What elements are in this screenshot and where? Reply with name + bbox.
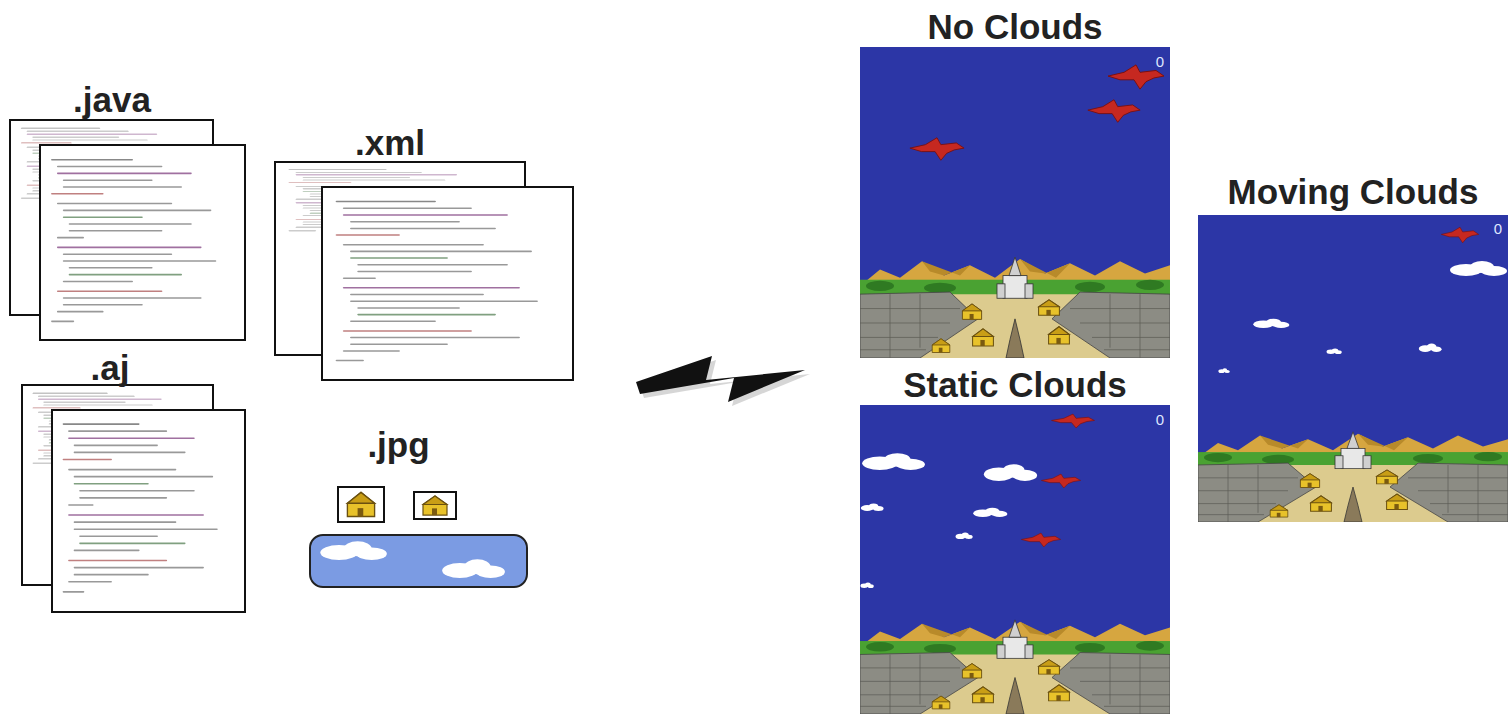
- sky: [860, 405, 1170, 714]
- file-stack: .aj: [20, 348, 248, 614]
- cloud: [1253, 319, 1289, 328]
- cloud: [320, 541, 387, 560]
- lightning-bolt: [636, 356, 810, 406]
- cloud: [442, 559, 505, 578]
- score-number: 0: [860, 411, 1170, 429]
- cloud: [1450, 261, 1507, 276]
- dragon: [1088, 100, 1140, 123]
- cloud: [956, 532, 973, 539]
- screenshot-panel: Static Clouds 0: [860, 365, 1170, 714]
- town-scene: [860, 620, 1170, 714]
- image-frame: [414, 492, 456, 519]
- cloud: [973, 508, 1007, 517]
- file-page: [40, 145, 245, 340]
- file-extension: .java: [0, 80, 232, 120]
- file-stack: .xml: [272, 123, 576, 383]
- cloud: [984, 464, 1037, 481]
- xml-file-stack: [275, 162, 573, 380]
- dragon: [1108, 65, 1164, 89]
- sky: [1198, 215, 1508, 522]
- cloud: [1218, 368, 1229, 373]
- cloud: [1327, 348, 1342, 354]
- cloud: [1419, 344, 1442, 352]
- java-file-stack: [10, 120, 245, 340]
- cloud: [862, 453, 925, 470]
- panel-title: Moving Clouds: [1198, 172, 1508, 212]
- cloud: [860, 582, 873, 588]
- code-lines: [337, 202, 537, 361]
- dragon: [1052, 414, 1095, 428]
- file-page: [52, 410, 245, 612]
- cloud: [861, 504, 884, 512]
- dragon: [1441, 227, 1478, 243]
- cloud-image: [310, 535, 527, 587]
- panel-title: No Clouds: [860, 7, 1170, 47]
- town-scene: [860, 257, 1170, 358]
- file-stack: .jpg: [305, 425, 532, 590]
- screenshot-panel: Moving Clouds 0: [1198, 172, 1508, 522]
- score-number: 0: [1198, 220, 1508, 238]
- dragon: [1021, 533, 1060, 547]
- house-icon: [423, 496, 447, 515]
- dragon: [1041, 474, 1080, 488]
- town-scene: [1198, 432, 1508, 522]
- score-number: 0: [860, 53, 1170, 71]
- dragon: [910, 138, 964, 161]
- aj-file-stack: [22, 385, 245, 612]
- game-screenshot: [860, 47, 1170, 358]
- file-stack: .java: [8, 80, 248, 342]
- file-extension: .xml: [238, 123, 542, 163]
- game-screenshot: [1198, 215, 1508, 522]
- panel-title: Static Clouds: [860, 365, 1170, 405]
- file-extension: .jpg: [285, 425, 512, 465]
- file-page: [322, 187, 573, 380]
- house-icon: [347, 492, 374, 516]
- game-screenshot: [860, 405, 1170, 714]
- screenshot-panel: No Clouds 0: [860, 7, 1170, 358]
- image-files: [310, 487, 527, 587]
- image-frame: [338, 487, 384, 522]
- code-lines: [52, 160, 216, 322]
- bolt: [636, 356, 805, 402]
- sky: [860, 47, 1170, 358]
- file-extension: .aj: [0, 348, 224, 388]
- code-lines: [63, 424, 217, 592]
